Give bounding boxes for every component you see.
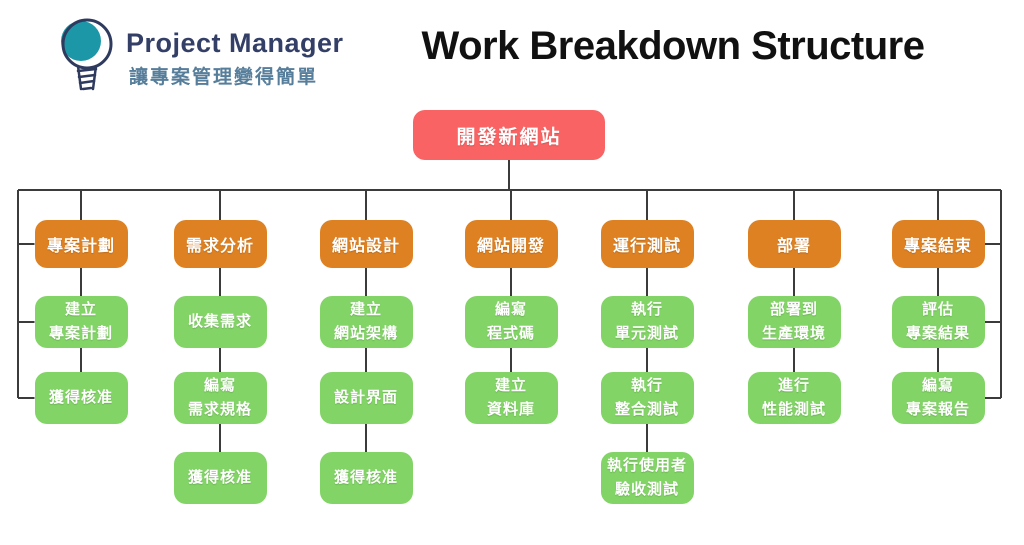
- phase-box: 專案結束: [891, 220, 985, 268]
- brand-name: Project Manager: [126, 28, 344, 58]
- page-title: Work Breakdown Structure: [421, 24, 925, 68]
- task-box: 進行 性能測試: [747, 372, 841, 424]
- phase-box: 運行測試: [600, 220, 694, 268]
- lightbulb-icon: [61, 18, 113, 91]
- root-box: 開發新網站: [413, 110, 605, 160]
- phase-box: 專案計劃: [34, 220, 128, 268]
- task-box: 獲得核准: [319, 452, 413, 504]
- phase-box: 部署: [747, 220, 841, 268]
- task-box: 建立 資料庫: [464, 372, 558, 424]
- task-box: 編寫 需求規格: [173, 372, 267, 424]
- task-box: 獲得核准: [34, 372, 128, 424]
- task-box: 獲得核准: [173, 452, 267, 504]
- task-box: 執行使用者 驗收測試: [600, 452, 694, 504]
- phase-box: 網站開發: [464, 220, 558, 268]
- task-box: 編寫 專案報告: [891, 372, 985, 424]
- phase-box: 網站設計: [319, 220, 413, 268]
- task-box: 編寫 程式碼: [464, 296, 558, 348]
- task-box: 部署到 生產環境: [747, 296, 841, 348]
- task-box: 設計界面: [319, 372, 413, 424]
- task-box: 收集需求: [173, 296, 267, 348]
- task-box: 執行 整合測試: [600, 372, 694, 424]
- task-box: 評估 專案結果: [891, 296, 985, 348]
- phase-box: 需求分析: [173, 220, 267, 268]
- logo: Project Manager 讓專案管理變得簡單: [56, 14, 356, 98]
- task-box: 建立 專案計劃: [34, 296, 128, 348]
- brand-tagline: 讓專案管理變得簡單: [129, 67, 319, 88]
- task-box: 執行 單元測試: [600, 296, 694, 348]
- task-box: 建立 網站架構: [319, 296, 413, 348]
